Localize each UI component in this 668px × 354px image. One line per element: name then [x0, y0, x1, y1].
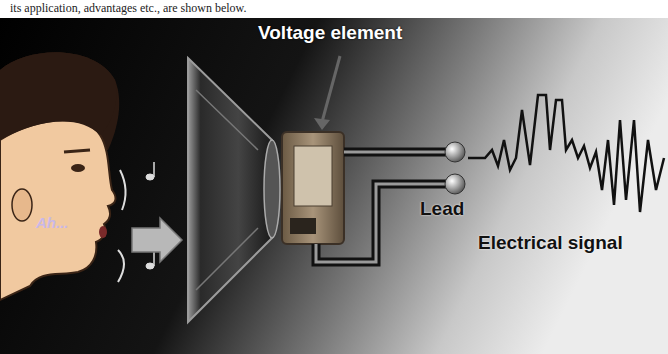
pointer-head [314, 118, 330, 130]
lead-terminal [445, 174, 465, 194]
part-label: Lead [420, 198, 464, 220]
signal-waveform [468, 95, 664, 212]
voltage-element [282, 132, 344, 244]
lead-terminal [445, 142, 465, 162]
speaker-face [0, 52, 119, 300]
page-text: its application, advantages etc., are sh… [10, 1, 246, 16]
horn [188, 58, 280, 322]
sound-arrow [132, 218, 182, 262]
music-notes [118, 162, 154, 282]
signal-label: Electrical signal [478, 232, 623, 254]
pointer-line [322, 56, 340, 122]
speech-text: Ah... [36, 214, 69, 231]
part-label: Voltage element [258, 22, 402, 44]
background [0, 18, 668, 354]
